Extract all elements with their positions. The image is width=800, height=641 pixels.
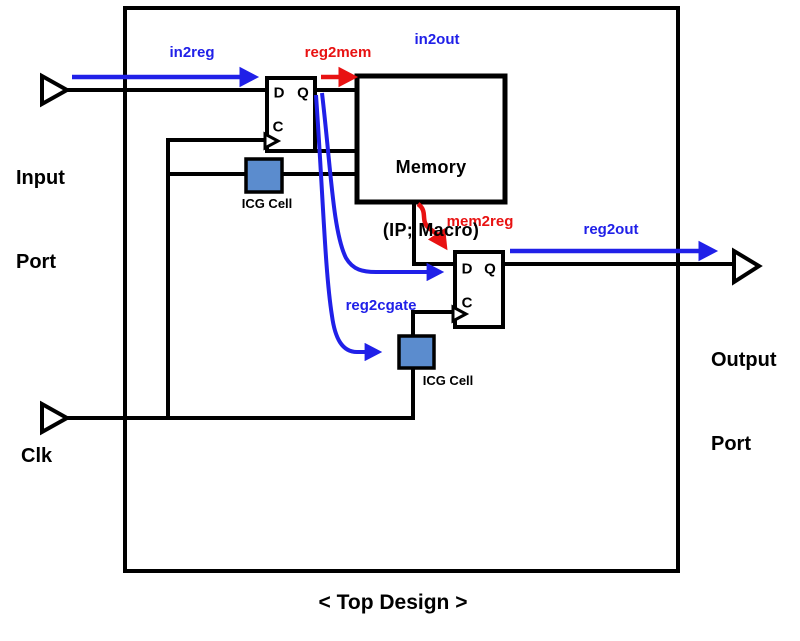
design-boundary [123,6,680,573]
ff2-pin-q: Q [484,260,496,278]
icg-cell-2 [397,334,436,370]
label-reg2mem: reg2mem [304,44,372,61]
label-reg2cgate: reg2cgate [345,297,417,314]
reg2cgate-arrow [314,94,383,362]
input-port-label-line2: Port [16,251,56,273]
clk-label: Clk [21,445,53,467]
wire-clk-through-icg2-to-ff2-c [411,310,456,420]
memory-label: Memory (IP; Macro) [357,115,505,283]
input-port-icon [40,72,72,108]
output-port-label: Output Port [711,290,777,514]
memory-block [354,73,508,205]
mem2reg-arrow [416,202,448,251]
memory-label-line1: Memory [395,157,467,177]
output-port-icon [732,247,763,286]
clk-port-icon [40,400,72,436]
input-port-label-line1: Input [16,167,65,189]
icg-cell-1 [244,157,284,194]
ff1-pin-d: D [273,84,285,102]
icg2-label: ICG Cell [422,373,474,388]
in2out-arrow [320,92,445,282]
label-in2out: in2out [414,31,460,48]
label-reg2out: reg2out [583,221,639,238]
diagram-caption: < Top Design > [318,591,468,614]
ff2-pin-d: D [461,260,473,278]
ff2-clock-chevron-icon [451,304,470,324]
input-port-label: Input Port [16,108,65,332]
label-in2reg: in2reg [169,44,215,61]
output-port-label-line2: Port [711,433,751,455]
ff2-pin-c: C [461,294,473,312]
output-port-label-line1: Output [711,349,777,371]
ff1-clock-chevron-icon [263,131,282,151]
icg1-label: ICG Cell [241,196,293,211]
ff1-pin-q: Q [297,84,309,102]
label-mem2reg: mem2reg [446,213,514,230]
ff1-pin-c: C [272,118,284,136]
memory-label-line2: (IP; Macro) [382,220,480,240]
